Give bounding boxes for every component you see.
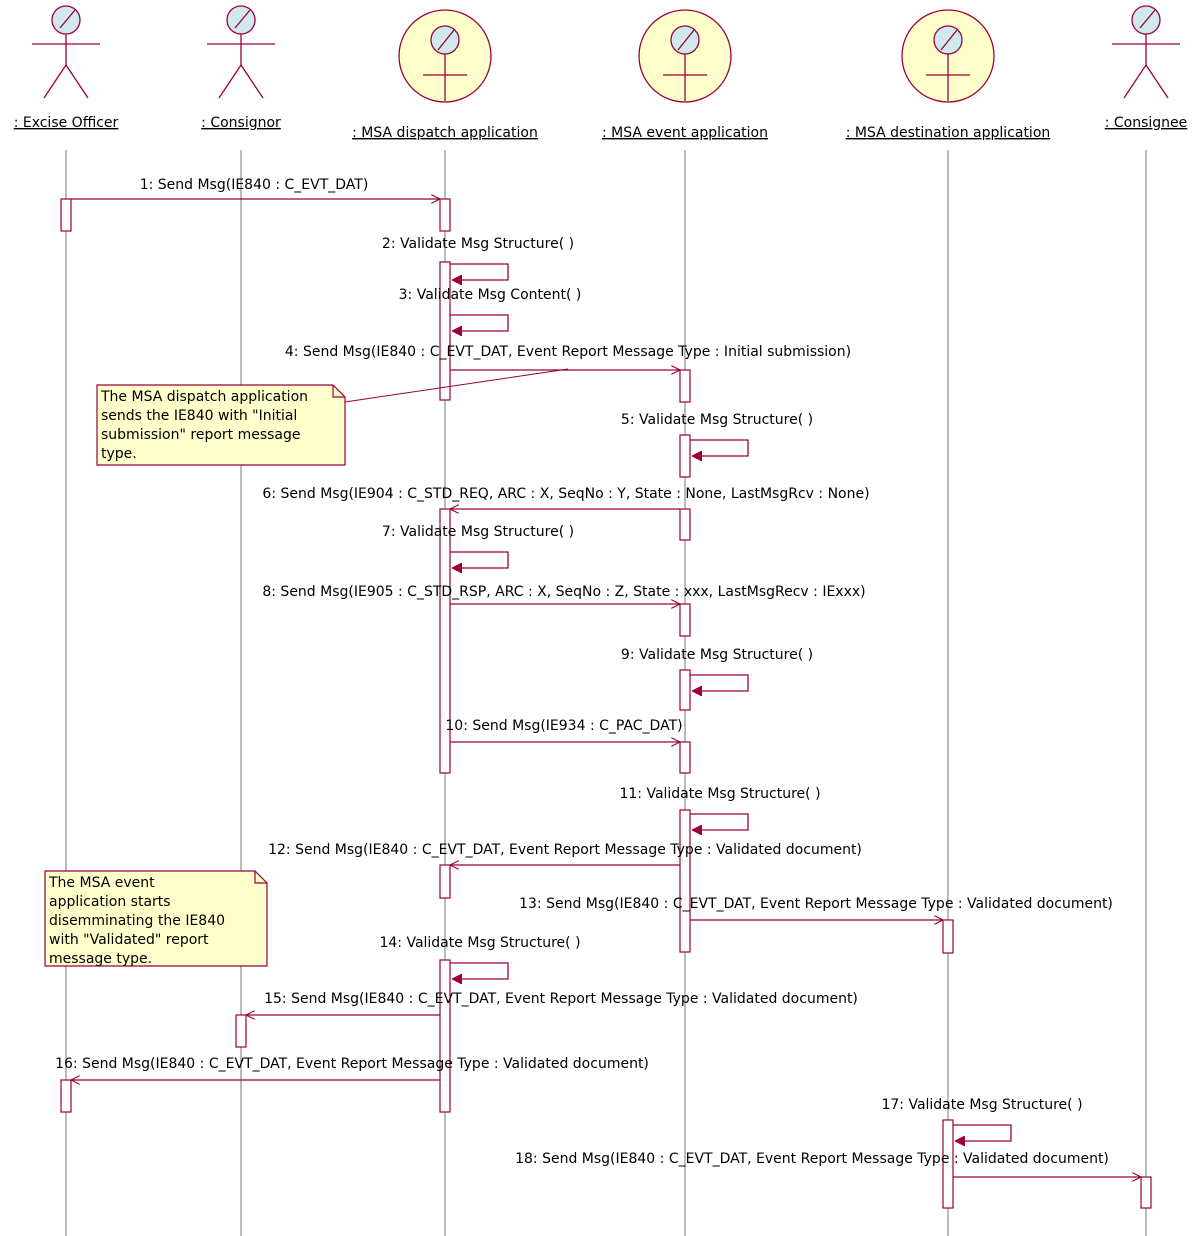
participant-name: : Consignor: [201, 115, 281, 131]
message-label: 12: Send Msg(IE840 : C_EVT_DAT, Event Re…: [268, 842, 862, 858]
control-circle-icon: [901, 9, 995, 103]
participant-name: : MSA dispatch application: [352, 125, 538, 141]
activation-bar: [679, 809, 691, 953]
message-16: 16: Send Msg(IE840 : C_EVT_DAT, Event Re…: [55, 1056, 649, 1080]
actor-stick-figure-icon: [32, 5, 100, 99]
message-2: 2: Validate Msg Structure( ): [382, 236, 574, 280]
note-box: [96, 384, 346, 466]
note-line: The MSA dispatch application: [100, 389, 308, 405]
message-8: 8: Send Msg(IE905 : C_STD_RSP, ARC : X, …: [262, 584, 866, 604]
participant-name: : MSA event application: [602, 125, 768, 141]
message-3: 3: Validate Msg Content( ): [399, 287, 582, 331]
message-4: 4: Send Msg(IE840 : C_EVT_DAT, Event Rep…: [285, 344, 851, 370]
note-line: message type.: [49, 951, 152, 967]
actor-stick-figure-icon: [1112, 5, 1180, 99]
message-5: 5: Validate Msg Structure( ): [621, 412, 813, 456]
self-message-arrow: [690, 813, 749, 830]
message-label: 13: Send Msg(IE840 : C_EVT_DAT, Event Re…: [519, 896, 1113, 912]
message-label: 10: Send Msg(IE934 : C_PAC_DAT): [445, 718, 682, 734]
message-1: 1: Send Msg(IE840 : C_EVT_DAT): [71, 177, 440, 199]
participant-consignor: : Consignor: [201, 5, 281, 131]
message-15: 15: Send Msg(IE840 : C_EVT_DAT, Event Re…: [246, 991, 858, 1015]
control-circle-icon: [398, 9, 492, 103]
control-circle-icon: [638, 9, 732, 103]
message-label: 1: Send Msg(IE840 : C_EVT_DAT): [140, 177, 369, 193]
message-10: 10: Send Msg(IE934 : C_PAC_DAT): [445, 718, 683, 742]
note-line: with "Validated" report: [49, 932, 209, 948]
note-line: sends the IE840 with "Initial: [101, 408, 297, 424]
activation-bar: [60, 1079, 72, 1113]
message-17: 17: Validate Msg Structure( ): [881, 1097, 1083, 1141]
note-fold: [332, 385, 345, 398]
activation-bar: [679, 508, 691, 541]
activation-bar: [1140, 1176, 1152, 1209]
participant-msa-event: : MSA event application: [602, 9, 768, 141]
participant-excise-officer: : Excise Officer: [14, 5, 119, 131]
note-line: type.: [101, 446, 137, 462]
self-message-arrow: [450, 551, 509, 568]
activation-bar: [439, 959, 451, 1113]
note-line: The MSA event: [48, 875, 155, 891]
message-label: 7: Validate Msg Structure( ): [382, 524, 574, 540]
activation-bar: [235, 1014, 247, 1048]
activation-bar: [679, 669, 691, 711]
message-label: 17: Validate Msg Structure( ): [881, 1097, 1082, 1113]
self-message-arrow: [690, 674, 749, 691]
message-label: 4: Send Msg(IE840 : C_EVT_DAT, Event Rep…: [285, 344, 851, 360]
message-label: 2: Validate Msg Structure( ): [382, 236, 574, 252]
activation-bar: [942, 919, 954, 954]
self-message-arrow: [450, 263, 509, 280]
participant-name: : Excise Officer: [14, 115, 119, 131]
note-1: The MSA dispatch application sends the IE…: [96, 368, 569, 466]
activation-bar: [439, 198, 451, 232]
message-label: 11: Validate Msg Structure( ): [619, 786, 820, 802]
message-label: 8: Send Msg(IE905 : C_STD_RSP, ARC : X, …: [262, 584, 865, 600]
self-message-arrow: [450, 314, 509, 331]
message-label: 3: Validate Msg Content( ): [399, 287, 582, 303]
activation-bar: [439, 261, 451, 401]
participant-name: : MSA destination application: [846, 125, 1051, 141]
self-message-arrow: [450, 962, 509, 979]
participant-name: : Consignee: [1105, 115, 1188, 131]
activation-bar: [439, 864, 451, 899]
note-connector: [344, 368, 569, 403]
message-6: 6: Send Msg(IE904 : C_STD_REQ, ARC : X, …: [262, 486, 870, 509]
actor-stick-figure-icon: [207, 5, 275, 99]
note-2: The MSA event application starts disemmina…: [44, 870, 268, 967]
activation-bar: [679, 369, 691, 403]
participant-msa-destination: : MSA destination application: [846, 9, 1051, 141]
activation-bar: [942, 1119, 954, 1209]
message-label: 9: Validate Msg Structure( ): [621, 647, 813, 663]
message-7: 7: Validate Msg Structure( ): [382, 524, 574, 568]
note-box: [44, 870, 268, 967]
message-label: 14: Validate Msg Structure( ): [379, 935, 580, 951]
note-fold: [254, 871, 267, 884]
note-line: application starts: [49, 894, 171, 910]
activation-bar: [679, 603, 691, 637]
message-label: 15: Send Msg(IE840 : C_EVT_DAT, Event Re…: [264, 991, 858, 1007]
message-label: 6: Send Msg(IE904 : C_STD_REQ, ARC : X, …: [262, 486, 869, 502]
note-line: submission" report message: [101, 427, 301, 443]
activation-bar: [679, 741, 691, 774]
message-14: 14: Validate Msg Structure( ): [379, 935, 581, 979]
participant-msa-dispatch: : MSA dispatch application: [352, 9, 538, 141]
self-message-arrow: [690, 439, 749, 456]
message-11: 11: Validate Msg Structure( ): [619, 786, 821, 830]
message-label: 18: Send Msg(IE840 : C_EVT_DAT, Event Re…: [515, 1151, 1109, 1167]
activation-bar: [679, 434, 691, 478]
message-label: 16: Send Msg(IE840 : C_EVT_DAT, Event Re…: [55, 1056, 649, 1072]
participant-consignee: : Consignee: [1105, 5, 1188, 131]
message-18: 18: Send Msg(IE840 : C_EVT_DAT, Event Re…: [515, 1151, 1141, 1177]
note-line: disemminating the IE840: [49, 913, 225, 929]
message-12: 12: Send Msg(IE840 : C_EVT_DAT, Event Re…: [268, 842, 862, 865]
message-9: 9: Validate Msg Structure( ): [621, 647, 813, 691]
activation-bar: [60, 198, 72, 232]
activation-bar: [439, 508, 451, 774]
message-label: 5: Validate Msg Structure( ): [621, 412, 813, 428]
self-message-arrow: [953, 1124, 1012, 1141]
message-13: 13: Send Msg(IE840 : C_EVT_DAT, Event Re…: [519, 896, 1113, 920]
